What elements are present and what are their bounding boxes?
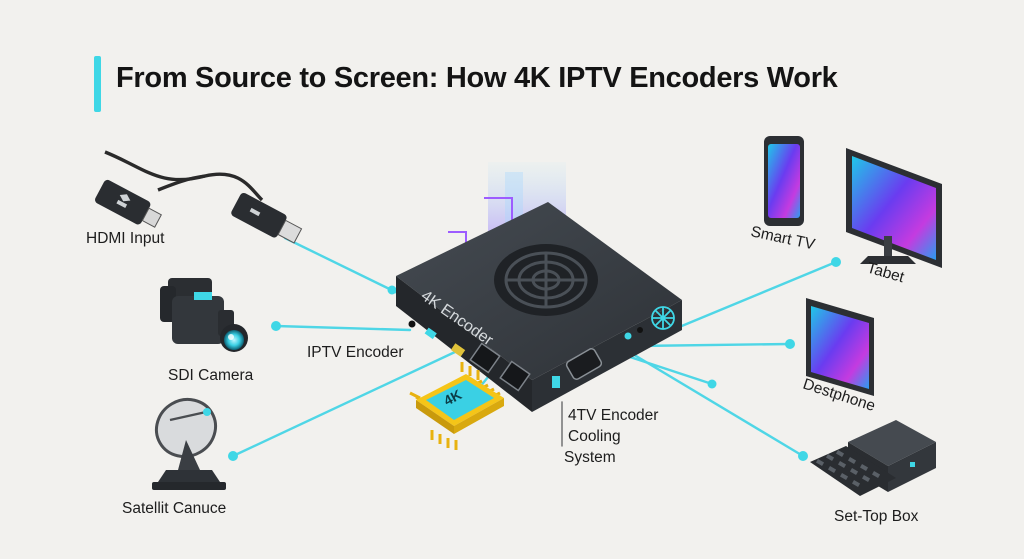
monitor-icon [846, 148, 942, 268]
line-sdi [274, 324, 412, 332]
tablet-icon [806, 298, 874, 396]
phone-icon [764, 136, 804, 226]
hdmi-connector-icon [95, 150, 303, 244]
label-cooling-system: 4TV Encoder Cooling System [564, 405, 659, 468]
label-satellite: Satellit Canuce [122, 500, 227, 517]
label-iptv-encoder: IPTV Encoder [307, 344, 404, 361]
chip-label: 4K [441, 386, 464, 409]
page-title: From Source to Screen: How 4K IPTV Encod… [116, 62, 838, 94]
label-set-top-box: Set-Top Box [834, 508, 919, 525]
camera-icon [160, 278, 248, 352]
encoder-device [396, 202, 682, 412]
cooling-line-3: System [564, 449, 616, 466]
connection-dots [228, 257, 841, 461]
label-sdi-camera: SDI Camera [168, 367, 254, 384]
satellite-dish-icon [152, 397, 226, 490]
cooling-line-1: 4TV Encoder [568, 407, 659, 424]
network-icon [651, 306, 675, 330]
label-smart-tv: Smart TV [749, 223, 817, 253]
line-smart-tv [658, 260, 838, 337]
keyboard-icon [810, 446, 896, 496]
line-stb [624, 348, 805, 458]
fan-icon [494, 244, 598, 316]
title-accent-bar [94, 56, 101, 112]
chip-icon [409, 362, 504, 450]
line-phone [634, 342, 792, 348]
line-satellite [231, 350, 457, 458]
cooling-line-2: Cooling [568, 428, 621, 445]
label-hdmi-input: HDMI Input [86, 230, 165, 247]
